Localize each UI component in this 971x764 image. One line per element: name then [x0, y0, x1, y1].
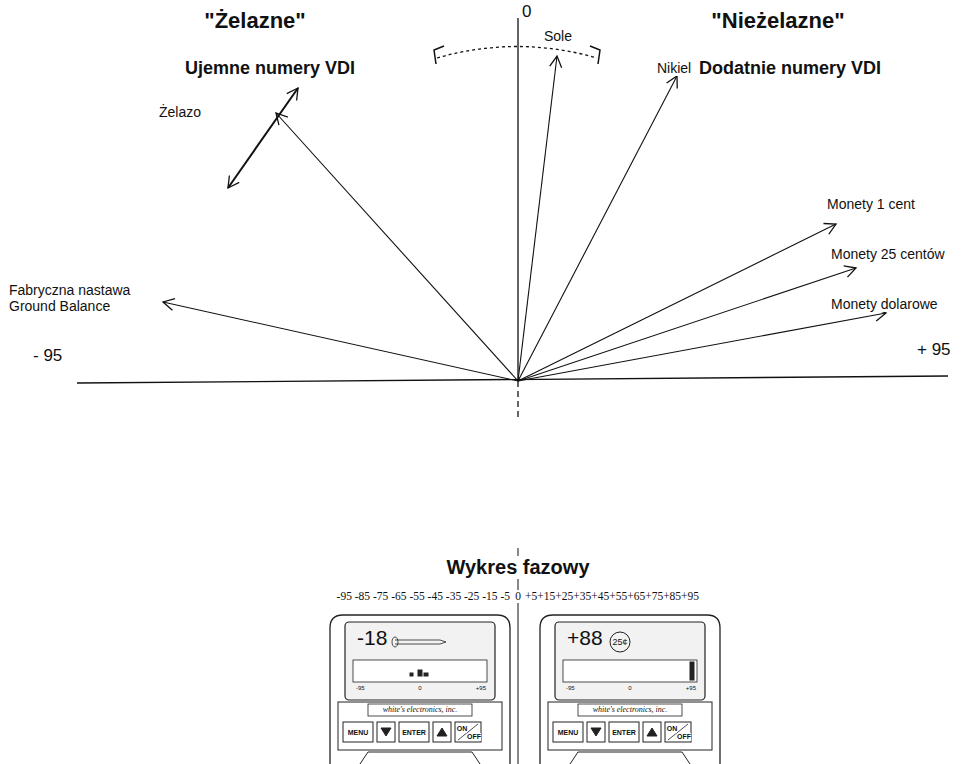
vertical-axis — [517, 18, 518, 381]
vector-label: Żelazo — [158, 104, 202, 120]
vector-label: Nikiel — [656, 60, 692, 76]
bracket-end — [434, 46, 444, 64]
brand-plate: white's electronics, inc. — [383, 705, 458, 714]
bar-scale: 0 — [628, 685, 631, 692]
bar-scale: 0 — [418, 685, 421, 692]
button-label: OFF — [467, 733, 481, 741]
vdi-scale: -95 -85 -75 -65 -55 -45 -35 -25 -15 -5 — [336, 590, 511, 603]
vector-label: Monety dolarowe — [830, 296, 939, 312]
phase-vectors — [163, 56, 886, 381]
vector-label: Monety 25 centów — [830, 246, 946, 262]
button-label: OFF — [677, 733, 691, 741]
detector-right — [540, 615, 720, 764]
region-heading: "Żelazne" — [203, 8, 307, 33]
vector-label: Fabryczna nastawa Ground Balance — [8, 282, 160, 314]
button-label: MENU — [348, 729, 369, 737]
vector-label: Monety 1 cent — [826, 196, 916, 212]
axis-end-label: - 95 — [32, 346, 63, 366]
button-label: ENTER — [612, 729, 636, 737]
vdi-scale: +5+15+25+35+45+55+65+75+85+95 — [524, 590, 700, 603]
brand-plate: white's electronics, inc. — [593, 705, 668, 714]
region-subheading: Ujemne numery VDI — [184, 58, 356, 79]
axis-dash — [517, 381, 518, 420]
diagram-title: Wykres fazowy — [445, 556, 590, 579]
bar-scale: -95 — [566, 685, 575, 692]
button-label: ENTER — [402, 729, 426, 737]
coin-icon: 25¢ — [612, 637, 627, 647]
button-label: ON — [457, 725, 468, 733]
iron-range-arrow — [228, 88, 298, 188]
vdi-readout: +88 — [566, 626, 604, 650]
button-label: MENU — [558, 729, 579, 737]
axis-end-label: + 95 — [916, 340, 952, 360]
vdi-readout: -18 — [356, 626, 388, 650]
bar-scale: -95 — [356, 685, 365, 692]
bracket-end — [590, 46, 600, 64]
vector-label: Sole — [543, 28, 573, 44]
region-subheading: Dodatnie numery VDI — [698, 58, 882, 79]
bar-scale: +95 — [476, 685, 486, 692]
region-heading: "Nieżelazne" — [710, 8, 845, 33]
salt-range-arc — [437, 47, 597, 59]
divider-line — [518, 548, 519, 764]
axis-zero: 0 — [521, 2, 532, 22]
detector-left — [330, 615, 510, 764]
bar-scale: +95 — [686, 685, 696, 692]
button-label: ON — [667, 725, 678, 733]
vdi-scale: 0 — [514, 590, 522, 603]
